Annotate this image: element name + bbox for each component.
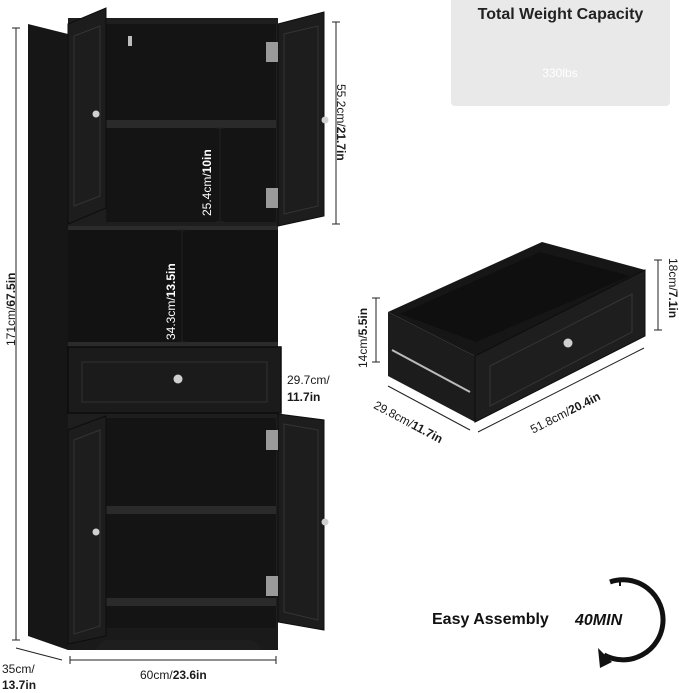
cabinet-depth-label: 35cm/ 13.7in	[2, 662, 37, 692]
drawer-knob	[563, 338, 573, 348]
weight-capacity-panel	[451, 0, 670, 106]
cabinet-shelf-height-label: 25.4cm/10in	[200, 149, 214, 216]
assembly-time-label: 40MIN	[575, 612, 623, 629]
drawer-height-outer-label: 18cm/7.1in	[666, 258, 679, 319]
cabinet-open-height-label: 34.3cm/13.5in	[164, 263, 178, 340]
cabinet	[28, 7, 329, 650]
drawer-dimension-lines	[372, 259, 662, 433]
cabinet-upper-height-label: 55.2cm/21.7in	[334, 84, 348, 161]
weight-capacity-title: Total Weight Capacity	[477, 6, 644, 23]
cabinet-width-label: 60cm/23.6in	[140, 668, 207, 682]
drawer-height-inner-label: 14cm/5.5in	[356, 307, 370, 368]
drawer-knob	[173, 374, 183, 384]
drawer-illustration	[388, 242, 646, 423]
easy-assembly-label: Easy Assembly	[432, 611, 549, 628]
cabinet-dimension-lines	[12, 21, 340, 664]
cabinet-height-label: 171cm/67.5in	[4, 272, 18, 346]
weight-capacity-value: 330lbs	[542, 66, 578, 80]
stopwatch-icon	[598, 577, 666, 668]
cabinet-drawer-depth-label: 29.7cm/ 11.7in	[287, 373, 330, 404]
